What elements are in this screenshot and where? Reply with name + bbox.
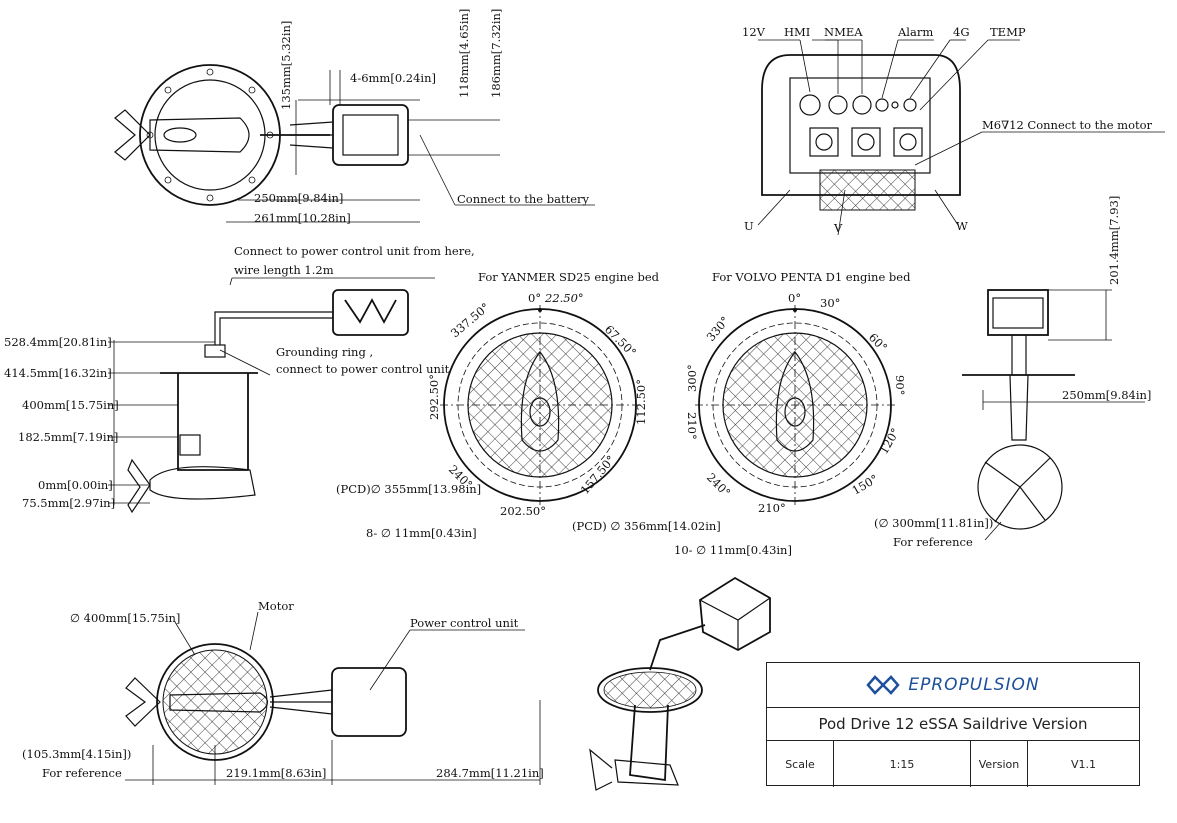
dim-284: 284.7mm[11.21in]: [436, 766, 544, 780]
dim-182: 182.5mm[7.19in]: [18, 430, 118, 444]
dim-250-top: 250mm[9.84in]: [254, 191, 343, 205]
v-angle-30: 30°: [820, 296, 840, 310]
y-angle-0: 0°: [528, 291, 541, 305]
volvo-bed: [695, 305, 895, 505]
label-volvo: For VOLVO PENTA D1 engine bed: [712, 270, 911, 284]
port-hmi: HMI: [784, 25, 810, 39]
scale-version-row: Scale 1:15 Version V1.1: [767, 741, 1139, 787]
y-angle-202: 202.50°: [500, 504, 546, 518]
label-pcu-from-1: Connect to power control unit from here,: [234, 244, 475, 258]
brand-name: EPROPULSION: [908, 675, 1040, 695]
port-nmea: NMEA: [824, 25, 863, 39]
dim-414: 414.5mm[16.32in]: [4, 366, 112, 380]
dim-105: (105.3mm[4.15in]): [22, 747, 131, 761]
isometric-view: [589, 576, 771, 791]
v-angle-60: 60°: [866, 330, 890, 354]
drawing-title: Pod Drive 12 eSSA Saildrive Version: [767, 708, 1139, 741]
v-angle-120: 120°: [876, 426, 902, 457]
label-ground-2: connect to power control unit: [276, 362, 450, 376]
label-pcu: Power control unit: [410, 616, 519, 630]
label-yanmer: For YANMER SD25 engine bed: [478, 270, 660, 284]
label-ref-2: For reference: [42, 766, 122, 780]
v-angle-210-a: 210°: [758, 501, 786, 515]
dim-400-plan: ∅ 400mm[15.75in]: [70, 611, 180, 625]
brand-row: EPROPULSION: [767, 663, 1139, 708]
y-angle-112: 112.50°: [634, 379, 648, 425]
label-u: U: [744, 219, 754, 233]
v-angle-330: 330°: [704, 314, 733, 344]
port-12v: 12V: [742, 25, 766, 39]
dim-pcd355: (PCD)∅ 355mm[13.98in]: [336, 482, 481, 496]
dim-528: 528.4mm[20.81in]: [4, 335, 112, 349]
plan-view: [125, 611, 541, 785]
port-4g: 4G: [953, 25, 970, 39]
version-label: Version: [971, 741, 1028, 787]
dim-holes8: 8- ∅ 11mm[0.43in]: [366, 526, 477, 540]
dim-118: 118mm[4.65in]: [457, 9, 471, 98]
front-view: [962, 289, 1145, 541]
label-ground-1: Grounding ring ,: [276, 345, 373, 359]
dim-219: 219.1mm[8.63in]: [226, 766, 326, 780]
dim-300: (∅ 300mm[11.81in]): [874, 516, 993, 530]
dim-261: 261mm[10.28in]: [254, 211, 351, 225]
v-angle-90: 90°: [893, 375, 907, 395]
v-angle-210-b: 210°: [685, 412, 699, 440]
yanmer-bed: [440, 305, 640, 505]
dim-0: 0mm[0.00in]: [38, 478, 113, 492]
label-pcu-from-2: wire length 1.2m: [234, 263, 334, 277]
v-angle-150: 150°: [850, 472, 881, 498]
dim-holes10: 10- ∅ 11mm[0.43in]: [674, 543, 792, 557]
title-block: EPROPULSION Pod Drive 12 eSSA Saildrive …: [766, 662, 1140, 787]
scale-label: Scale: [767, 741, 834, 787]
y-angle-337: 337.50°: [448, 300, 492, 340]
dim-186: 186mm[7.32in]: [489, 9, 503, 98]
v-angle-300: 300°: [685, 364, 699, 392]
top-view-pcu: [226, 70, 595, 223]
dim-201: 201.4mm[7.93]: [1107, 196, 1121, 285]
port-temp: TEMP: [990, 25, 1026, 39]
side-view: [108, 277, 435, 514]
y-angle-292: 292.50°: [427, 374, 441, 420]
dim-4-6: 4-6mm[0.24in]: [350, 71, 436, 85]
dim-250-front: 250mm[9.84in]: [1062, 388, 1151, 402]
label-motor: Motor: [258, 599, 294, 613]
scale-value: 1:15: [834, 741, 971, 787]
label-ref-1: For reference: [893, 535, 973, 549]
dim-75: 75.5mm[2.97in]: [22, 496, 115, 510]
dim-400: 400mm[15.75in]: [22, 398, 119, 412]
dim-135: 135mm[5.32in]: [279, 21, 293, 110]
label-battery: Connect to the battery: [457, 192, 590, 206]
version-value: V1.1: [1070, 757, 1097, 771]
label-v: V: [833, 221, 843, 235]
v-angle-0: 0°: [788, 291, 801, 305]
pcu-port-view: [757, 39, 1165, 236]
epropulsion-logo-icon: [866, 675, 901, 695]
dim-pcd356: (PCD) ∅ 356mm[14.02in]: [572, 519, 721, 533]
y-angle-22: 22.50°: [544, 291, 584, 305]
label-m6: M6∇12 Connect to the motor: [982, 118, 1153, 132]
label-w: W: [956, 219, 968, 233]
port-alarm: Alarm: [897, 25, 933, 39]
